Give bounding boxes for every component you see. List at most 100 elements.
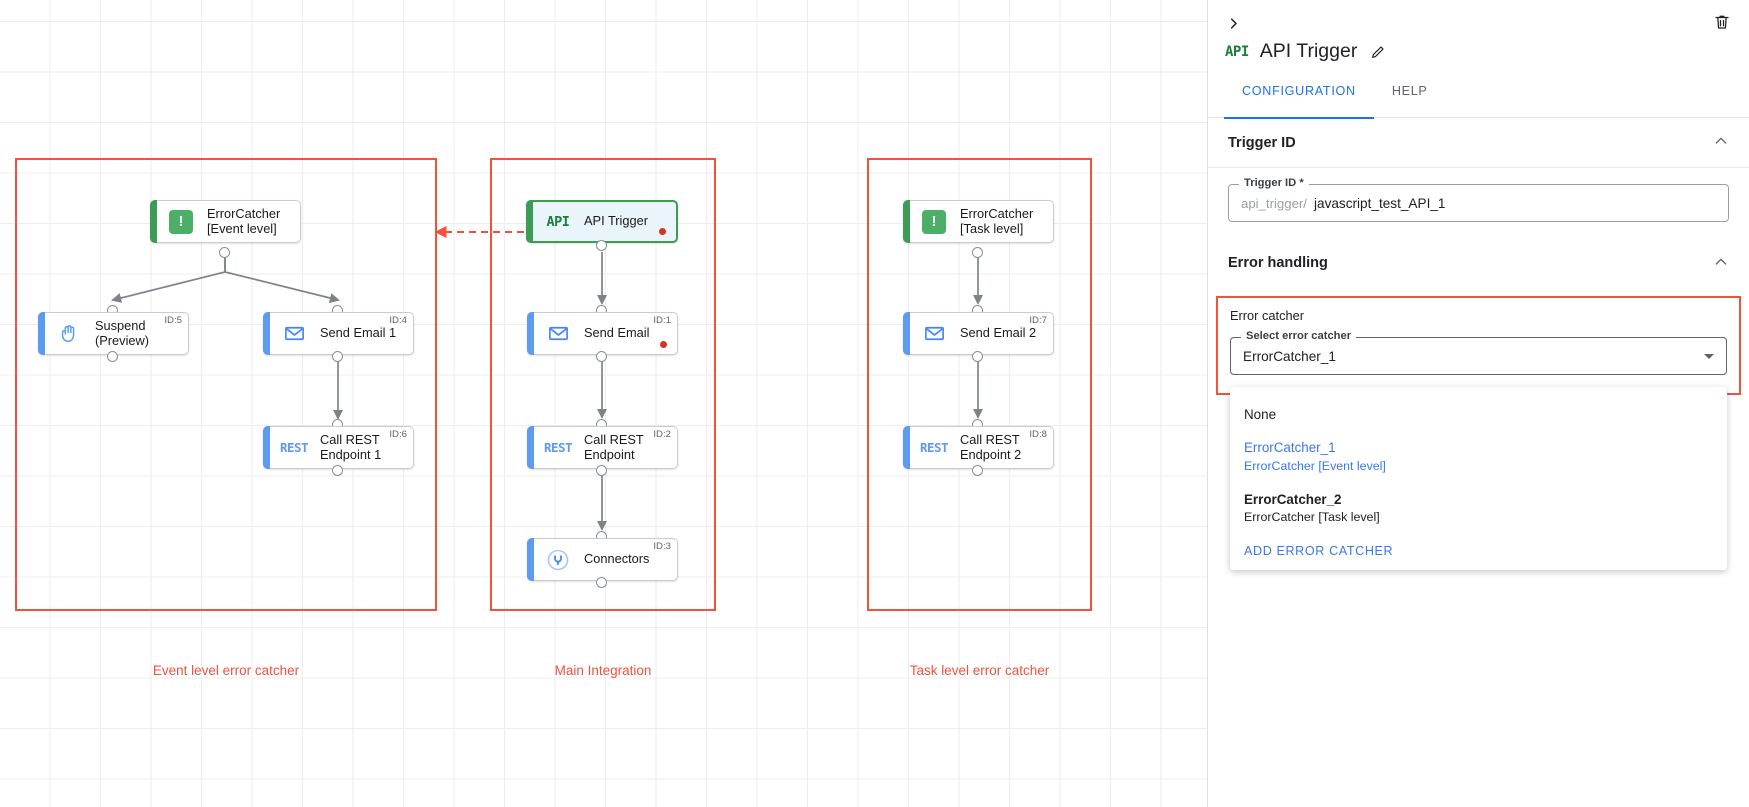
- chevron-down-icon[interactable]: [1704, 353, 1714, 359]
- node-port-out[interactable]: [332, 465, 343, 476]
- node-accent-bar: [263, 426, 270, 469]
- section-title: Trigger ID: [1228, 134, 1296, 151]
- panel-tabs: CONFIGURATION HELP: [1208, 84, 1749, 119]
- connectors-icon: [544, 546, 572, 574]
- group-label-main-integration: Main Integration: [554, 663, 652, 678]
- node-accent-bar: [527, 426, 534, 469]
- node-port-out[interactable]: [972, 247, 983, 258]
- dropdown-option-label: ErrorCatcher_2: [1244, 491, 1342, 507]
- pencil-icon[interactable]: [1368, 42, 1388, 62]
- node-suspend[interactable]: Suspend (Preview) ID:5: [38, 312, 189, 355]
- error-catcher-block: Error catcher Select error catcher Error…: [1216, 296, 1741, 571]
- section-body-trigger-id: Trigger ID * api_trigger/ javascript_tes…: [1208, 168, 1749, 232]
- rest-icon: REST: [543, 440, 573, 455]
- node-errorcatcher-event-level[interactable]: ! ErrorCatcher [Event level]: [150, 200, 301, 243]
- node-errorcatcher-task-level[interactable]: ! ErrorCatcher [Task level]: [903, 200, 1054, 243]
- node-id-label: ID:5: [164, 315, 182, 326]
- node-port-out[interactable]: [219, 247, 230, 258]
- dropdown-option-errorcatcher-1[interactable]: ErrorCatcher_1 ErrorCatcher [Event level…: [1230, 431, 1727, 482]
- group-box-event-level[interactable]: [15, 158, 437, 611]
- rest-icon: REST: [919, 440, 949, 455]
- node-call-rest-endpoint-2[interactable]: REST Call REST Endpoint 2 ID:8: [903, 426, 1054, 469]
- dropdown-option-sublabel: ErrorCatcher [Event level]: [1244, 458, 1386, 473]
- node-port-out[interactable]: [596, 465, 607, 476]
- group-box-main-integration[interactable]: [490, 158, 716, 611]
- page-title: API Trigger: [1259, 40, 1358, 62]
- error-catcher-icon: !: [167, 208, 195, 236]
- tab-configuration[interactable]: CONFIGURATION: [1224, 84, 1374, 119]
- group-label-event-level: Event level error catcher: [152, 663, 300, 678]
- node-accent-bar: [903, 200, 910, 243]
- select-error-catcher[interactable]: Select error catcher ErrorCatcher_1: [1230, 330, 1727, 375]
- node-port-out[interactable]: [972, 351, 983, 362]
- panel-header: API API Trigger: [1208, 0, 1749, 84]
- error-catcher-title: Error catcher: [1230, 308, 1304, 323]
- api-icon: API: [1225, 43, 1249, 60]
- node-accent-bar: [526, 200, 533, 243]
- trigger-id-label: Trigger ID *: [1239, 177, 1309, 189]
- tab-help[interactable]: HELP: [1391, 84, 1428, 98]
- node-label: Send Email 1: [320, 325, 397, 341]
- node-id-label: ID:2: [653, 429, 671, 440]
- trigger-id-field[interactable]: Trigger ID * api_trigger/ javascript_tes…: [1228, 177, 1729, 222]
- dropdown-option-errorcatcher-2[interactable]: ErrorCatcher_2 ErrorCatcher [Task level]: [1230, 483, 1727, 534]
- node-port-out[interactable]: [596, 240, 607, 251]
- section-title: Error handling: [1228, 255, 1328, 271]
- node-send-email-1[interactable]: Send Email 1 ID:4: [263, 312, 414, 355]
- node-id-label: ID:3: [653, 541, 671, 552]
- node-connectors[interactable]: Connectors ID:3: [527, 538, 678, 581]
- node-label: Send Email: [584, 325, 650, 341]
- node-accent-bar: [903, 426, 910, 469]
- node-label: ErrorCatcher [Task level]: [960, 206, 1034, 236]
- node-port-out[interactable]: [107, 351, 118, 362]
- node-accent-bar: [527, 538, 534, 581]
- node-accent-bar: [38, 312, 45, 355]
- details-panel: API API Trigger CONFIGURATION HELP Trigg…: [1207, 0, 1749, 807]
- node-label: Call REST Endpoint 1: [320, 432, 382, 462]
- panel-title-row: API API Trigger: [1225, 40, 1388, 63]
- select-error-catcher-value: ErrorCatcher_1: [1243, 348, 1336, 364]
- node-port-out[interactable]: [972, 465, 983, 476]
- select-error-catcher-label: Select error catcher: [1241, 330, 1357, 342]
- node-port-out[interactable]: [596, 351, 607, 362]
- envelope-icon: [920, 320, 948, 348]
- node-send-email-2[interactable]: Send Email 2 ID:7: [903, 312, 1054, 355]
- section-header-trigger-id[interactable]: Trigger ID: [1208, 118, 1749, 168]
- error-indicator-dot: [659, 228, 666, 235]
- add-error-catcher-button[interactable]: ADD ERROR CATCHER: [1244, 544, 1394, 559]
- node-id-label: ID:8: [1029, 429, 1047, 440]
- error-catcher-dropdown[interactable]: None ErrorCatcher_1 ErrorCatcher [Event …: [1230, 387, 1727, 571]
- workflow-canvas[interactable]: Event level error catcher Main Integrati…: [0, 0, 1207, 807]
- node-label: Call REST Endpoint: [584, 432, 644, 462]
- envelope-icon: [544, 320, 572, 348]
- chevron-up-icon[interactable]: [1713, 133, 1729, 152]
- node-call-rest-endpoint[interactable]: REST Call REST Endpoint ID:2: [527, 426, 678, 469]
- api-icon: API: [546, 213, 570, 230]
- error-indicator-dot: [660, 341, 667, 348]
- envelope-icon: [280, 320, 308, 348]
- node-accent-bar: [903, 312, 910, 355]
- section-header-error-handling[interactable]: Error handling: [1208, 238, 1749, 288]
- node-id-label: ID:6: [389, 429, 407, 440]
- node-accent-bar: [527, 312, 534, 355]
- node-accent-bar: [263, 312, 270, 355]
- node-id-label: ID:7: [1029, 315, 1047, 326]
- node-call-rest-endpoint-1[interactable]: REST Call REST Endpoint 1 ID:6: [263, 426, 414, 469]
- node-send-email[interactable]: Send Email ID:1: [527, 312, 678, 355]
- node-port-out[interactable]: [596, 577, 607, 588]
- node-label: Connectors: [584, 551, 650, 567]
- dropdown-option-none[interactable]: None: [1230, 398, 1727, 431]
- group-box-task-level[interactable]: [867, 158, 1092, 611]
- chevron-up-icon[interactable]: [1713, 254, 1729, 273]
- error-catcher-icon: !: [920, 208, 948, 236]
- trigger-id-input[interactable]: javascript_test_API_1: [1313, 195, 1446, 211]
- node-accent-bar: [150, 200, 157, 243]
- dropdown-option-label: None: [1244, 407, 1277, 422]
- chevron-right-icon[interactable]: [1218, 8, 1248, 38]
- node-label: ErrorCatcher [Event level]: [207, 206, 281, 236]
- trash-icon[interactable]: [1709, 9, 1735, 35]
- node-label: Call REST Endpoint 2: [960, 432, 1022, 462]
- node-label: Send Email 2: [960, 325, 1037, 341]
- node-port-out[interactable]: [332, 351, 343, 362]
- node-api-trigger[interactable]: API API Trigger: [526, 200, 678, 243]
